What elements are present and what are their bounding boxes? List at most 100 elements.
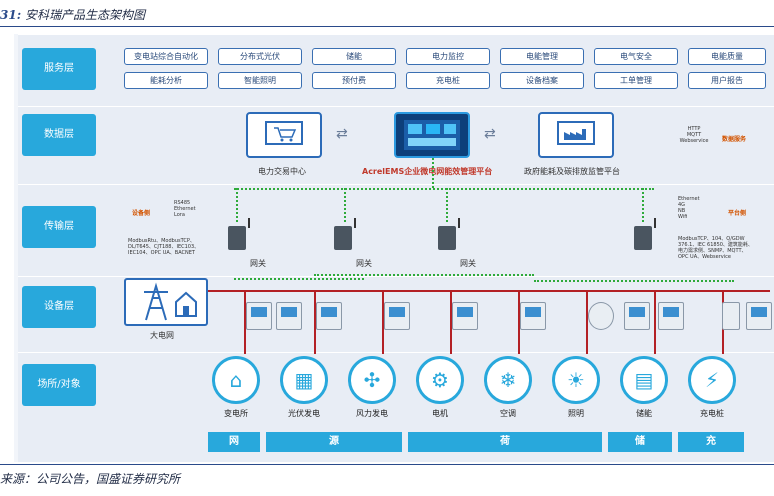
service-item: 电能管理 <box>500 48 584 65</box>
exchange-arrows-icon: ⇄ <box>336 126 348 142</box>
network-link <box>344 188 346 222</box>
site-label: 充电桩 <box>700 409 724 418</box>
category-source: 源 <box>266 432 402 452</box>
meter-device-icon <box>746 302 772 330</box>
site-icon-motor: ⚙ <box>416 356 464 404</box>
network-link <box>234 278 364 280</box>
electricity-trading-platform <box>246 112 322 158</box>
shopping-cart-icon <box>265 121 303 145</box>
grid-label: 大电网 <box>150 331 174 340</box>
service-item: 储能 <box>312 48 396 65</box>
power-branch <box>450 290 452 354</box>
gateway-icon <box>438 218 460 250</box>
network-link <box>236 188 238 222</box>
meter-device-icon <box>316 302 342 330</box>
service-item: 用户报告 <box>688 72 766 89</box>
gateway-label: 网关 <box>250 259 266 268</box>
power-branch <box>314 290 316 354</box>
site-icon-air-conditioner: ❄ <box>484 356 532 404</box>
site-icon-storage: ▤ <box>620 356 668 404</box>
power-tower-icon <box>144 282 197 321</box>
layer-label-transport: 传输层 <box>22 206 96 248</box>
exchange-arrows-icon: ⇄ <box>484 126 496 142</box>
meter-device-icon <box>520 302 546 330</box>
site-label: 储能 <box>636 409 652 418</box>
source-note: 来源：公司公告，国盛证券研究所 <box>0 472 181 486</box>
layer-label-service: 服务层 <box>22 48 96 90</box>
network-link <box>642 188 644 222</box>
service-item: 充电桩 <box>406 72 490 89</box>
service-item: 分布式光伏 <box>218 48 302 65</box>
gateway-icon <box>228 218 250 250</box>
site-icon-lighting: ☀ <box>552 356 600 404</box>
sensor-device-icon <box>588 302 614 330</box>
power-branch <box>586 290 588 354</box>
dashboard-icon <box>404 120 460 150</box>
meter-device-icon <box>452 302 478 330</box>
device-side-network: RS485 Ethernet Lora <box>174 200 196 218</box>
power-branch <box>244 290 246 354</box>
site-label: 照明 <box>568 409 584 418</box>
site-icon-charging: ⚡ <box>688 356 736 404</box>
service-item: 变电站综合自动化 <box>124 48 208 65</box>
network-link <box>314 274 534 276</box>
site-icon-wind: ✣ <box>348 356 396 404</box>
acrelems-platform <box>394 112 470 158</box>
site-label: 变电所 <box>224 409 248 418</box>
charger-device-icon <box>722 302 740 330</box>
meter-device-icon <box>624 302 650 330</box>
network-link <box>534 280 734 282</box>
government-supervision-platform <box>538 112 614 158</box>
site-icon-substation: ⌂ <box>212 356 260 404</box>
power-branch <box>382 290 384 354</box>
power-bus <box>208 290 770 292</box>
figure-title: 安科瑞产品生态架构图 <box>24 8 145 22</box>
figure-number: 31: <box>0 8 22 22</box>
layer-label-site: 场所/对象 <box>22 364 96 406</box>
data-service-tag: 数据服务 <box>722 136 747 143</box>
layer-label-data: 数据层 <box>22 114 96 156</box>
service-item: 设备档案 <box>500 72 584 89</box>
network-link <box>234 188 654 190</box>
device-side-protocols: ModbusRtu、ModbusTCP、 DL/T645、CJT188、IEC1… <box>128 238 200 256</box>
figure-caption: 31: 安科瑞产品生态架构图 <box>0 6 145 23</box>
platform-label-center: AcrelEMS企业微电网能效管理平台 <box>362 167 493 176</box>
caption-divider <box>0 26 774 27</box>
service-item: 电气安全 <box>594 48 678 65</box>
platform-label: 电力交易中心 <box>258 167 306 176</box>
power-branch <box>518 290 520 354</box>
architecture-diagram: 服务层 数据层 传输层 设备层 场所/对象 变电站综合自动化 分布式光伏 储能 … <box>14 34 774 462</box>
power-branch <box>654 290 656 354</box>
service-item: 工单管理 <box>594 72 678 89</box>
category-load: 荷 <box>408 432 602 452</box>
layer-label-device: 设备层 <box>22 286 96 328</box>
service-item: 电力监控 <box>406 48 490 65</box>
service-item: 预付费 <box>312 72 396 89</box>
gateway-label: 网关 <box>356 259 372 268</box>
source-divider <box>0 464 774 465</box>
category-storage: 储 <box>608 432 672 452</box>
site-label: 电机 <box>432 409 448 418</box>
site-label: 风力发电 <box>356 409 388 418</box>
service-band <box>18 34 774 106</box>
site-label: 空调 <box>500 409 516 418</box>
site-icon-solar: ▦ <box>280 356 328 404</box>
platform-side-network: Ethernet 4G NB Wifi <box>678 196 700 220</box>
service-item: 智能照明 <box>218 72 302 89</box>
category-charging: 充 <box>678 432 744 452</box>
platform-label: 政府能耗及碳排放监管平台 <box>524 167 620 176</box>
meter-device-icon <box>276 302 302 330</box>
gateway-icon <box>334 218 356 250</box>
service-item: 电能质量 <box>688 48 766 65</box>
meter-device-icon <box>246 302 272 330</box>
transport-band <box>18 184 774 276</box>
factory-icon <box>557 121 595 145</box>
site-label: 光伏发电 <box>288 409 320 418</box>
category-grid: 网 <box>208 432 260 452</box>
platform-side-tag: 平台侧 <box>728 210 747 217</box>
network-link <box>432 158 434 188</box>
grid-box <box>124 278 208 326</box>
device-side-tag: 设备侧 <box>132 210 151 217</box>
gateway-icon <box>634 218 656 250</box>
meter-device-icon <box>658 302 684 330</box>
